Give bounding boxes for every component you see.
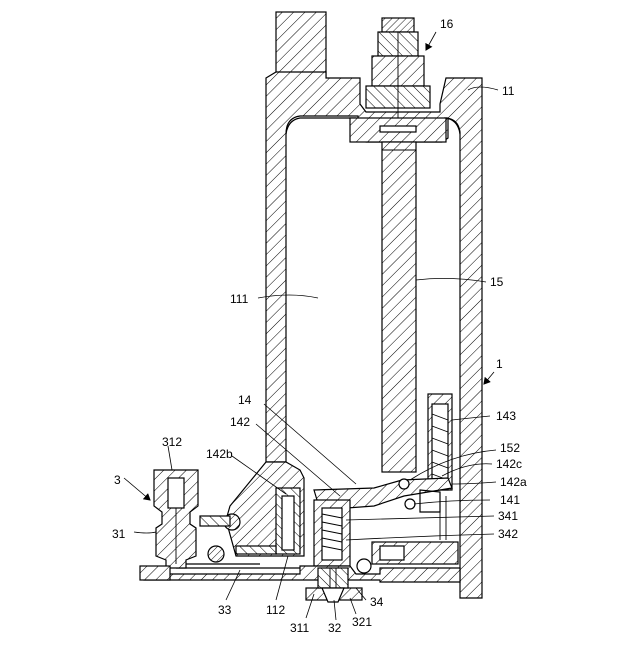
label-141: 141 [500, 493, 520, 507]
label-15: 15 [490, 275, 504, 289]
label-341: 341 [498, 509, 518, 523]
label-312: 312 [162, 435, 182, 449]
label-321: 321 [352, 615, 372, 629]
label-143: 143 [496, 409, 516, 423]
label-142b: 142b [206, 447, 233, 461]
label-1: 1 [496, 357, 503, 371]
label-311: 311 [290, 621, 309, 635]
label-31: 31 [112, 527, 126, 541]
label-32: 32 [328, 621, 342, 635]
channel-33 [176, 564, 300, 568]
label-14: 14 [238, 393, 252, 407]
rod [382, 142, 416, 472]
label-33: 33 [218, 603, 232, 617]
pivot-pin [405, 499, 415, 509]
label-11: 11 [502, 84, 515, 98]
valve-cap [382, 18, 414, 32]
label-34: 34 [370, 595, 384, 609]
inlet-pipe [276, 12, 326, 78]
nozzle-base [140, 566, 170, 580]
lever-pin [399, 479, 409, 489]
label-142c: 142c [496, 457, 522, 471]
label-342: 342 [498, 527, 518, 541]
label-152: 152 [500, 441, 520, 455]
label-111: 111 [230, 292, 249, 306]
label-3: 3 [114, 473, 121, 487]
label-142: 142 [230, 415, 250, 429]
spring-unit [428, 394, 452, 490]
top-valve [350, 18, 446, 142]
label-16: 16 [440, 17, 454, 31]
label-142a: 142a [500, 475, 527, 489]
pin-lower [208, 546, 224, 562]
label-112: 112 [266, 603, 285, 617]
